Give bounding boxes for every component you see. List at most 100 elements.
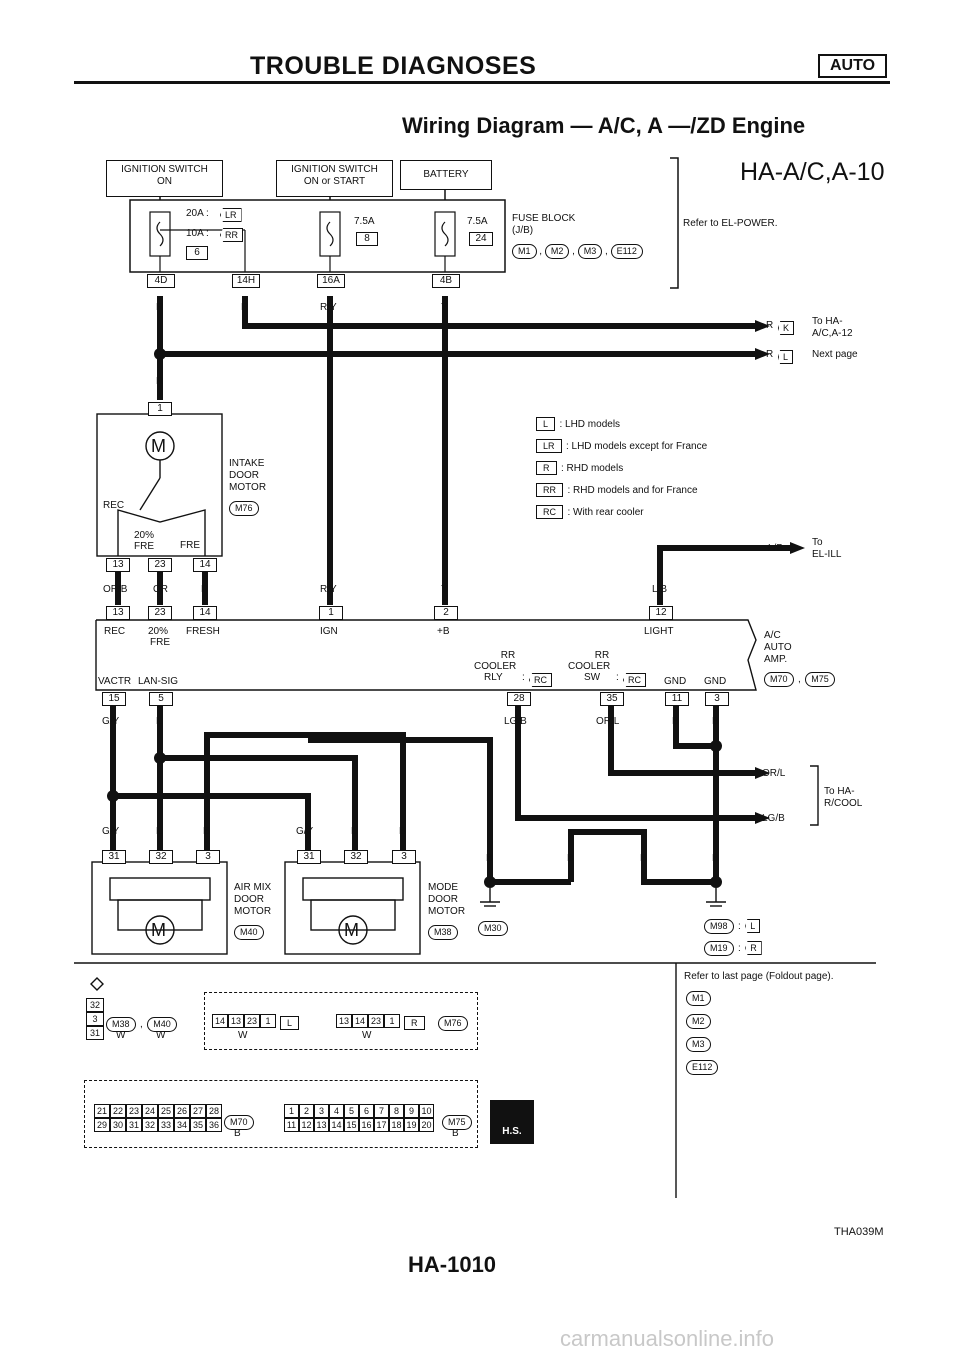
conn2-pin: 13 [228, 1014, 244, 1028]
fuse3-amp: 7.5A [467, 216, 488, 227]
foldout-text: Refer to last page (Foldout page). [684, 971, 834, 982]
fuse-block-connectors: M1 , M2 , M3 , E112 [512, 244, 643, 259]
conn5-pin: 18 [389, 1118, 404, 1132]
rr-sw-1: RR [594, 650, 610, 661]
conn3-conn: M76 [438, 1013, 468, 1031]
conn5-row2: 11 12 13 14 15 16 17 18 19 20 [284, 1118, 434, 1132]
amp-pin-23: 23 [148, 606, 172, 620]
legend-tag: LR [536, 439, 562, 453]
fuse1-tag1-text: LR [220, 208, 242, 222]
amp-pin-13: 13 [106, 606, 130, 620]
cool-text1: To HA- [824, 786, 855, 797]
intake-label2: DOOR [229, 470, 259, 481]
rr-sw-colon: : [616, 672, 619, 683]
airmix-label2: DOOR [234, 894, 264, 905]
amp-low-color: B [672, 716, 679, 727]
conn5-pin: 15 [344, 1118, 359, 1132]
amp-label-ign: IGN [320, 626, 338, 637]
conn2-pins: 14 13 23 1 [212, 1014, 276, 1028]
ground-m98: M98 : L [704, 916, 761, 934]
ground-m98-text: M98 [704, 919, 734, 934]
amp-name2: AUTO [764, 642, 792, 653]
conn5-pin: 19 [404, 1118, 419, 1132]
motor-color: B [399, 826, 406, 837]
amp-label-fresh: FRESH [186, 626, 220, 637]
ign-on-line2: ON [157, 176, 172, 187]
header-rule [74, 81, 890, 84]
intake-rec: REC [103, 500, 125, 511]
conn3-pin: 13 [336, 1014, 352, 1028]
intake-label1: INTAKE [229, 458, 265, 469]
legend-row: LR : LHD models except for France [536, 436, 766, 458]
amp-pin-15: 15 [102, 692, 126, 706]
link2-text: Next page [812, 349, 858, 360]
conn5-pin: 13 [314, 1118, 329, 1132]
intake-motor-m: M [151, 436, 166, 456]
legend-text: : LHD models [559, 419, 621, 430]
airmix-label3: MOTOR [234, 906, 272, 917]
foldout-m3: M3 [686, 1037, 711, 1052]
ground-m19-tag: R [745, 941, 762, 955]
ign-start-line1: IGNITION SWITCH [291, 164, 378, 175]
motor-color: L [156, 826, 162, 837]
amp-pin-5: 5 [149, 692, 173, 706]
amp-conn-m70: M70 [764, 672, 794, 687]
conn5-pin: 1 [284, 1104, 299, 1118]
refer-el-power: Refer to EL-POWER. [683, 218, 778, 229]
legend-row: R : RHD models [536, 458, 766, 480]
foldout-item: E112 [686, 1057, 719, 1080]
legend-text: : RHD models and for France [567, 485, 698, 496]
intake-pin-14: 14 [193, 558, 217, 572]
conn4-pin: 33 [158, 1118, 174, 1132]
ground-m19: M19 : R [704, 938, 762, 956]
conn2-pin: 1 [260, 1014, 276, 1028]
amp-gnd1: GND [664, 676, 687, 687]
wire-color-ry: R/Y [320, 302, 337, 313]
intake-conn-text: M76 [229, 501, 259, 516]
fuse2-amp: 7.5A [354, 216, 375, 227]
rr-sw-tag-text: RC [623, 673, 646, 687]
amp-pin-1: 1 [319, 606, 343, 620]
diagram-title: Wiring Diagram — A/C, A —/ZD Engine [402, 113, 806, 138]
conn5-row1: 1 2 3 4 5 6 7 8 9 10 [284, 1104, 434, 1118]
sep: , [605, 246, 608, 257]
pin-16a: 16A [317, 274, 345, 288]
amp-pin-11: 11 [665, 692, 689, 706]
conn4-pin: 30 [110, 1118, 126, 1132]
intake-20-b: FRE [134, 541, 154, 552]
ignition-switch-on-box: IGNITION SWITCH ON [106, 160, 223, 197]
amp-label-b: +B [437, 626, 450, 637]
colon: : [737, 943, 741, 954]
mode-pin-31: 31 [297, 850, 321, 864]
rr-sw-2: COOLER [568, 661, 611, 672]
amp-conn-m75: M75 [805, 672, 835, 687]
conn4-pin: 28 [206, 1104, 222, 1118]
conn5-conn: M75 [442, 1112, 472, 1130]
conn2-tag: L [280, 1013, 300, 1031]
header-badge: AUTO [818, 54, 888, 78]
mode-label1: MODE [428, 882, 458, 893]
conn5-pin: 9 [404, 1104, 419, 1118]
light-text1: To [812, 537, 823, 548]
conn4-pin: 29 [94, 1118, 110, 1132]
wire-color-r3: R [156, 376, 164, 387]
intake-conn: M76 [229, 498, 259, 516]
mode-label2: DOOR [428, 894, 458, 905]
pin-4d: 4D [147, 274, 175, 288]
conn4-conn: M70 [224, 1112, 254, 1130]
ground-m30-text: M30 [478, 921, 508, 936]
conn4-row1: 21 22 23 24 25 26 27 28 [94, 1104, 222, 1118]
intake-20-a: 20% [134, 530, 155, 541]
conn5-conn-text: M75 [442, 1115, 472, 1130]
conn-e112: E112 [610, 244, 643, 259]
conn5-pin: 2 [299, 1104, 314, 1118]
conn3-w: W [362, 1030, 372, 1041]
amp-vactr: VACTR [98, 676, 132, 687]
amp-up-color: L/B [652, 584, 668, 595]
wire-color-y: Y [441, 302, 448, 313]
legend: L : LHD models LR : LHD models except fo… [536, 414, 766, 524]
airmix-pin-31: 31 [102, 850, 126, 864]
intake-pin-13: 13 [106, 558, 130, 572]
conn1-w1: W [116, 1030, 126, 1041]
motor-color: B [203, 826, 210, 837]
